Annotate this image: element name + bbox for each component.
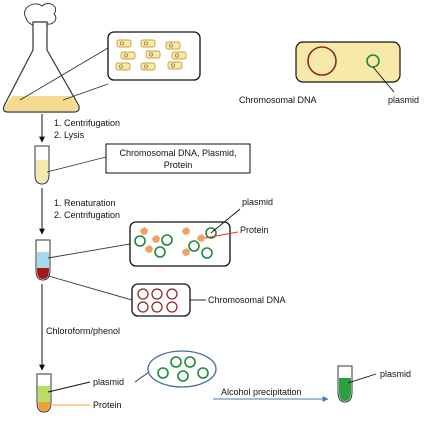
plasmid-top-label: plasmid: [388, 95, 419, 105]
chloroform-phenol-label: Chloroform/phenol: [46, 326, 120, 336]
purified-plasmid-circles: [157, 356, 209, 382]
supernatant-zoom-box: [129, 221, 231, 267]
step-centrifugation-2: 2. Centrifugation: [54, 210, 120, 220]
plasmid-supernatant-label: plasmid: [242, 197, 273, 207]
protein-particles: [140, 227, 205, 256]
bacterium-cell: [295, 41, 401, 83]
plasmid-tube-label: plasmid: [93, 377, 124, 387]
lysate-line-2: Protein: [164, 160, 193, 170]
flask-culture: [4, 96, 79, 111]
chromosomal-dna-ring: [307, 46, 337, 76]
tube-lysate: [34, 145, 50, 185]
chromosomal-dna-circles: [137, 288, 178, 313]
tube-phase-separation: [36, 373, 52, 413]
tube-centrifuged: [35, 239, 51, 281]
bacteria-zoom-box: [107, 31, 201, 81]
plasmid-circles: [134, 227, 217, 259]
alcohol-precipitation-label: Alcohol precipitation: [221, 387, 302, 397]
protein-tube-label: Protein: [93, 400, 122, 410]
step-renaturation: 1. Renaturation: [54, 198, 116, 208]
protein-supernatant-label: Protein: [240, 225, 269, 235]
plasmid-final-label: plasmid: [380, 369, 411, 379]
step-lysis: 2. Lysis: [54, 130, 85, 140]
flask-body: [2, 21, 80, 113]
lysate-line-1: Chromosomal DNA, Plasmid,: [119, 148, 236, 158]
tube-final-plasmid: [337, 365, 353, 403]
flask: [2, 3, 80, 113]
plasmid-ellipse-zoom: [147, 350, 217, 388]
step-centrifugation-1: 1. Centrifugation: [54, 118, 120, 128]
chromosomal-dna-pellet-label: Chromosomal DNA: [208, 295, 286, 305]
pellet-zoom-box: [131, 283, 191, 317]
chromosomal-dna-top-label: Chromosomal DNA: [239, 95, 317, 105]
lysate-contents-box: Chromosomal DNA, Plasmid, Protein: [105, 143, 251, 174]
